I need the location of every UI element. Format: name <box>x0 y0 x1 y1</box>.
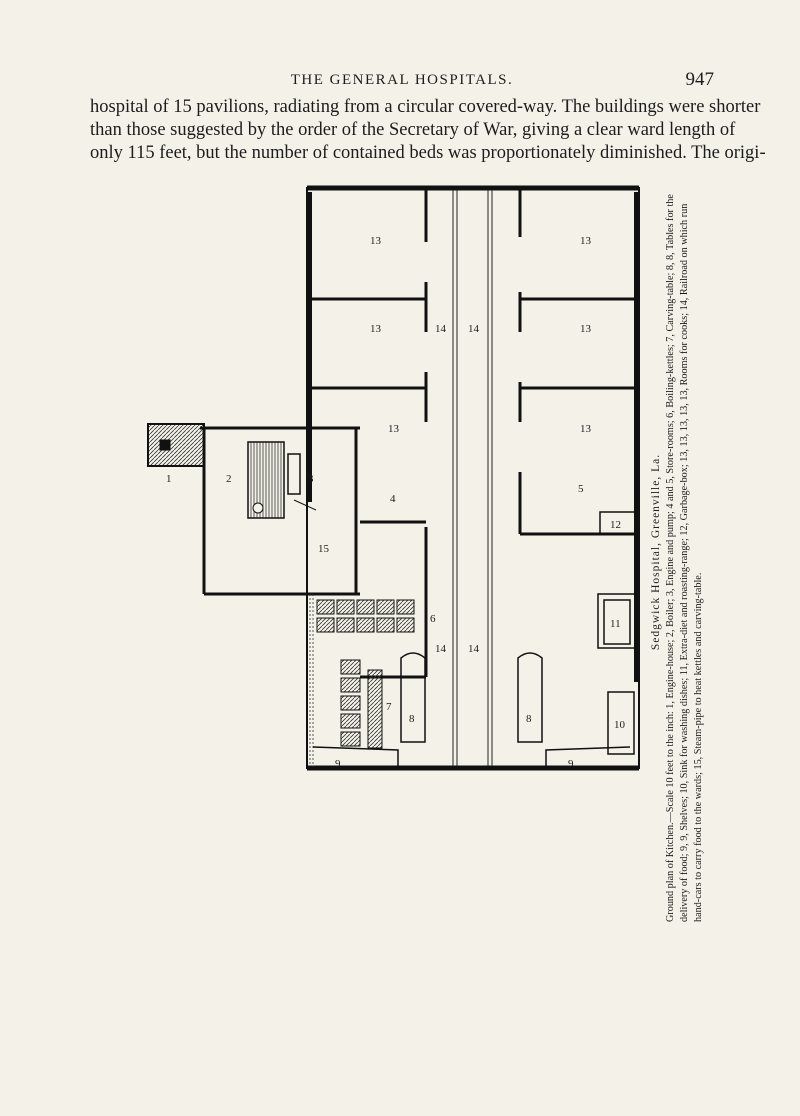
figure-caption-wrap: Sedgwick Hospital, Greenville, La. Groun… <box>630 182 780 922</box>
caption-title: Sedgwick Hospital, Greenville, La. <box>650 453 662 651</box>
kitchen-ground-plan: 13 13 13 13 13 13 14 14 14 14 4 5 1 2 3 … <box>130 182 790 1102</box>
delivery-tables <box>400 652 543 743</box>
label-15: 15 <box>318 543 330 555</box>
label-11: 11 <box>610 618 621 630</box>
label-14: 14 <box>468 643 480 655</box>
caption-text: Ground plan of Kitchen.—Scale 10 feet to… <box>665 194 704 922</box>
page-number: 947 <box>685 69 715 90</box>
shelves <box>340 659 383 749</box>
label-13: 13 <box>580 423 592 435</box>
label-2: 2 <box>226 473 232 485</box>
label-8: 8 <box>409 713 415 725</box>
label-3: 3 <box>308 473 314 485</box>
body-line: only 115 feet, but the number of contain… <box>90 143 766 163</box>
boiling-kettles <box>316 599 415 633</box>
steam-pipe <box>309 594 314 767</box>
label-14: 14 <box>468 323 480 335</box>
engine-house <box>147 423 360 596</box>
label-9: 9 <box>335 758 341 770</box>
label-14: 14 <box>435 323 447 335</box>
label-9: 9 <box>568 758 574 770</box>
boiler <box>247 441 285 519</box>
label-10: 10 <box>614 719 626 731</box>
running-title: THE GENERAL HOSPITALS. <box>290 72 514 88</box>
cooks-rooms-left <box>310 190 428 679</box>
label-13: 13 <box>580 323 592 335</box>
label-14: 14 <box>435 643 447 655</box>
label-12: 12 <box>610 519 621 531</box>
label-6: 6 <box>430 613 436 625</box>
label-4: 4 <box>390 493 396 505</box>
running-head: THE GENERAL HOSPITALS. 947 <box>90 69 715 94</box>
figure-caption: Sedgwick Hospital, Greenville, La. Groun… <box>630 182 780 922</box>
label-13: 13 <box>388 423 400 435</box>
right-fixtures <box>597 511 637 755</box>
label-13: 13 <box>580 235 592 247</box>
label-8: 8 <box>526 713 532 725</box>
label-13: 13 <box>370 323 382 335</box>
body-line: hospital of 15 pavilions, radiating from… <box>90 97 761 117</box>
door-swings <box>312 746 631 768</box>
railroad-corridor <box>452 190 493 766</box>
label-7: 7 <box>386 701 392 713</box>
label-13: 13 <box>370 235 382 247</box>
body-line: than those suggested by the order of the… <box>90 120 736 140</box>
engine-and-pump <box>287 453 317 511</box>
floor-plan-drawing: 13 13 13 13 13 13 14 14 14 14 4 5 1 2 3 … <box>147 185 640 771</box>
plan-labels: 13 13 13 13 13 13 14 14 14 14 4 5 1 2 3 … <box>166 235 626 770</box>
body-paragraph: hospital of 15 pavilions, radiating from… <box>90 96 766 165</box>
label-5: 5 <box>578 483 584 495</box>
label-1: 1 <box>166 473 172 485</box>
